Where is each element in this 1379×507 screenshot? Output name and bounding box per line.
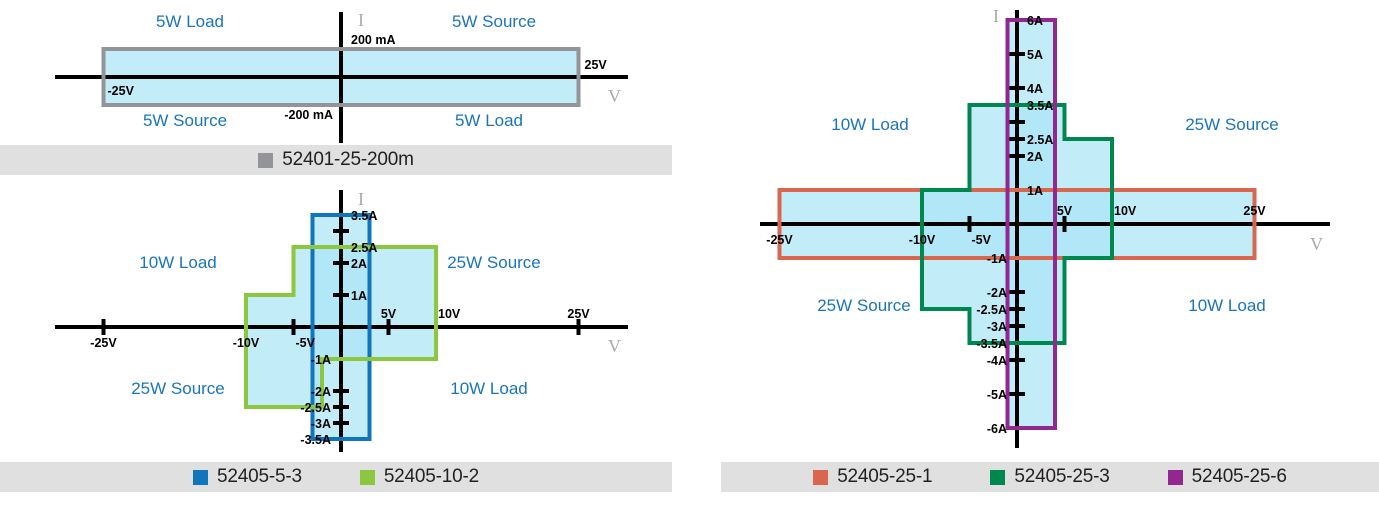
voltage-axis-letter: V	[608, 336, 621, 356]
quadrant-bottom-left-label: 25W Source	[131, 379, 225, 398]
y-tick-label: -2A	[311, 385, 331, 399]
right-chart-column: -25V -10V -5V 5V 10V 25V 6A 5A 4A 3.5A 2.5A 2A 1A -1A…	[700, 0, 1379, 507]
quadrant-top-right-label: 25W Source	[1185, 115, 1279, 134]
legend-entry[interactable]: 52405-25-6	[1167, 466, 1287, 488]
x-tick-label: 5V	[381, 307, 397, 321]
y-tick-label: -3A	[987, 320, 1007, 334]
y-tick-label: -4A	[987, 354, 1007, 368]
quadrant-bottom-right-label: 10W Load	[1188, 296, 1266, 315]
quadrant-top-right-label: 25W Source	[447, 253, 541, 272]
y-tick-label: 3.5A	[351, 209, 377, 223]
legend-chart-52405-5-10: 52405-5-3 52405-10-2	[0, 462, 672, 492]
x-tick-label: -10V	[909, 233, 936, 247]
legend-swatch-52405-25-1	[813, 469, 829, 485]
x-tick-label: -25V	[108, 84, 135, 98]
legend-label: 52405-25-1	[837, 466, 933, 487]
legend-swatch-52405-25-6	[1167, 469, 1183, 485]
chart-52405-25-area: -25V -10V -5V 5V 10V 25V 6A 5A 4A 3.5A 2.5A 2A 1A -1A…	[700, 0, 1379, 455]
legend-label: 52405-25-6	[1191, 466, 1287, 487]
y-tick-label: 2.5A	[1027, 133, 1053, 147]
region-outline-52405-25-3	[920, 103, 1114, 345]
y-tick-label: -2.5A	[300, 401, 331, 415]
y-tick-label: 2.5A	[351, 241, 377, 255]
legend-swatch-52405-25-3	[990, 469, 1006, 485]
y-tick-label: 3.5A	[1027, 99, 1053, 113]
legend-swatch-52405-10-2	[359, 469, 375, 485]
x-tick-label: -5V	[972, 233, 992, 247]
legend-label: 52401-25-200m	[282, 149, 414, 170]
chart-52405-5-10-area: -25V -10V -5V 5V 10V 25V 3.5A 2.5A 2A 1A -1A -2A -2.…	[0, 180, 680, 455]
x-tick-label: 25V	[585, 58, 608, 72]
quadrant-top-left-label: 10W Load	[831, 115, 909, 134]
chart-52405-5-10-svg: -25V -10V -5V 5V 10V 25V 3.5A 2.5A 2A 1A -1A -2A -2.…	[55, 189, 628, 452]
quadrant-top-right-label: 5W Source	[452, 12, 536, 31]
current-axis-letter: I	[358, 10, 364, 30]
legend-label: 52405-5-3	[216, 466, 302, 487]
y-tick-label: 2A	[351, 257, 367, 271]
quadrant-bottom-left-label: 25W Source	[817, 296, 911, 315]
x-tick-label: -25V	[766, 233, 793, 247]
y-tick-label: -3.5A	[300, 433, 331, 447]
y-tick-label: -3.5A	[976, 337, 1007, 351]
legend-entry[interactable]: 52405-10-2	[359, 466, 480, 488]
y-tick-label: -3A	[311, 417, 331, 431]
y-tick-label: -5A	[987, 388, 1007, 402]
region-outline-52401-25-200m	[101, 47, 581, 107]
quadrant-bottom-right-label: 5W Load	[455, 111, 523, 130]
region-outline-52405-25-1	[777, 188, 1257, 260]
y-tick-label: 1A	[1027, 184, 1043, 198]
x-tick-label: 10V	[1114, 204, 1137, 218]
x-tick-label: -5V	[296, 336, 316, 350]
legend-entry[interactable]: 52405-5-3	[192, 466, 302, 488]
quadrant-bottom-left-label: 5W Source	[143, 111, 227, 130]
legend-entry[interactable]: 52405-25-1	[813, 466, 933, 488]
y-tick-label: -6A	[987, 422, 1007, 436]
chart-52401-area: -25V 25V 200 mA -200 mA 5W Load 5W Source 5W S…	[0, 0, 680, 145]
x-tick-label: 25V	[1243, 204, 1266, 218]
y-tick-label: -1A	[987, 252, 1007, 266]
region-outline-52405-10-2	[244, 245, 438, 409]
quadrant-top-left-label: 10W Load	[139, 253, 217, 272]
y-tick-label: -200 mA	[284, 108, 333, 122]
legend-chart-52401: 52401-25-200m	[0, 145, 672, 175]
legend-chart-52405-25: 52405-25-1 52405-25-3 52405-25-6	[721, 462, 1379, 492]
y-tick-label: 200 mA	[351, 33, 395, 47]
legend-label: 52405-25-3	[1014, 466, 1110, 487]
quadrant-bottom-right-label: 10W Load	[450, 379, 528, 398]
y-tick-label: 2A	[1027, 150, 1043, 164]
legend-label: 52405-10-2	[383, 466, 480, 487]
y-tick-label: 4A	[1027, 82, 1043, 96]
voltage-axis-letter: V	[608, 86, 621, 106]
legend-entry[interactable]: 52401-25-200m	[258, 149, 414, 171]
current-axis-letter: I	[993, 6, 999, 26]
region-outline-52405-5-3	[310, 213, 372, 441]
x-tick-label: -10V	[233, 336, 260, 350]
x-tick-label: 5V	[1057, 204, 1073, 218]
legend-entry[interactable]: 52405-25-3	[990, 466, 1110, 488]
y-tick-label: -1A	[311, 353, 331, 367]
region-outline-52405-25-6	[1005, 18, 1057, 430]
left-chart-column: -25V 25V 200 mA -200 mA 5W Load 5W Source 5W S…	[0, 0, 680, 507]
x-tick-label: 25V	[567, 307, 590, 321]
chart-52401-svg: -25V 25V 200 mA -200 mA 5W Load 5W Source 5W S…	[55, 10, 628, 143]
y-tick-label: -2A	[987, 286, 1007, 300]
current-axis-letter: I	[358, 189, 364, 209]
chart-52405-25-svg: -25V -10V -5V 5V 10V 25V 6A 5A 4A 3.5A 2.5A 2A 1A -1A…	[760, 6, 1330, 448]
legend-swatch-52405-5-3	[192, 469, 208, 485]
y-tick-label: 5A	[1027, 48, 1043, 62]
y-tick-label: 6A	[1027, 14, 1043, 28]
legend-swatch-52401-25-200m	[258, 152, 274, 168]
y-tick-label: -2.5A	[976, 303, 1007, 317]
y-tick-label: 1A	[351, 289, 367, 303]
voltage-axis-letter: V	[1310, 234, 1323, 254]
x-tick-label: 10V	[438, 307, 461, 321]
quadrant-top-left-label: 5W Load	[156, 12, 224, 31]
x-tick-label: -25V	[90, 336, 117, 350]
